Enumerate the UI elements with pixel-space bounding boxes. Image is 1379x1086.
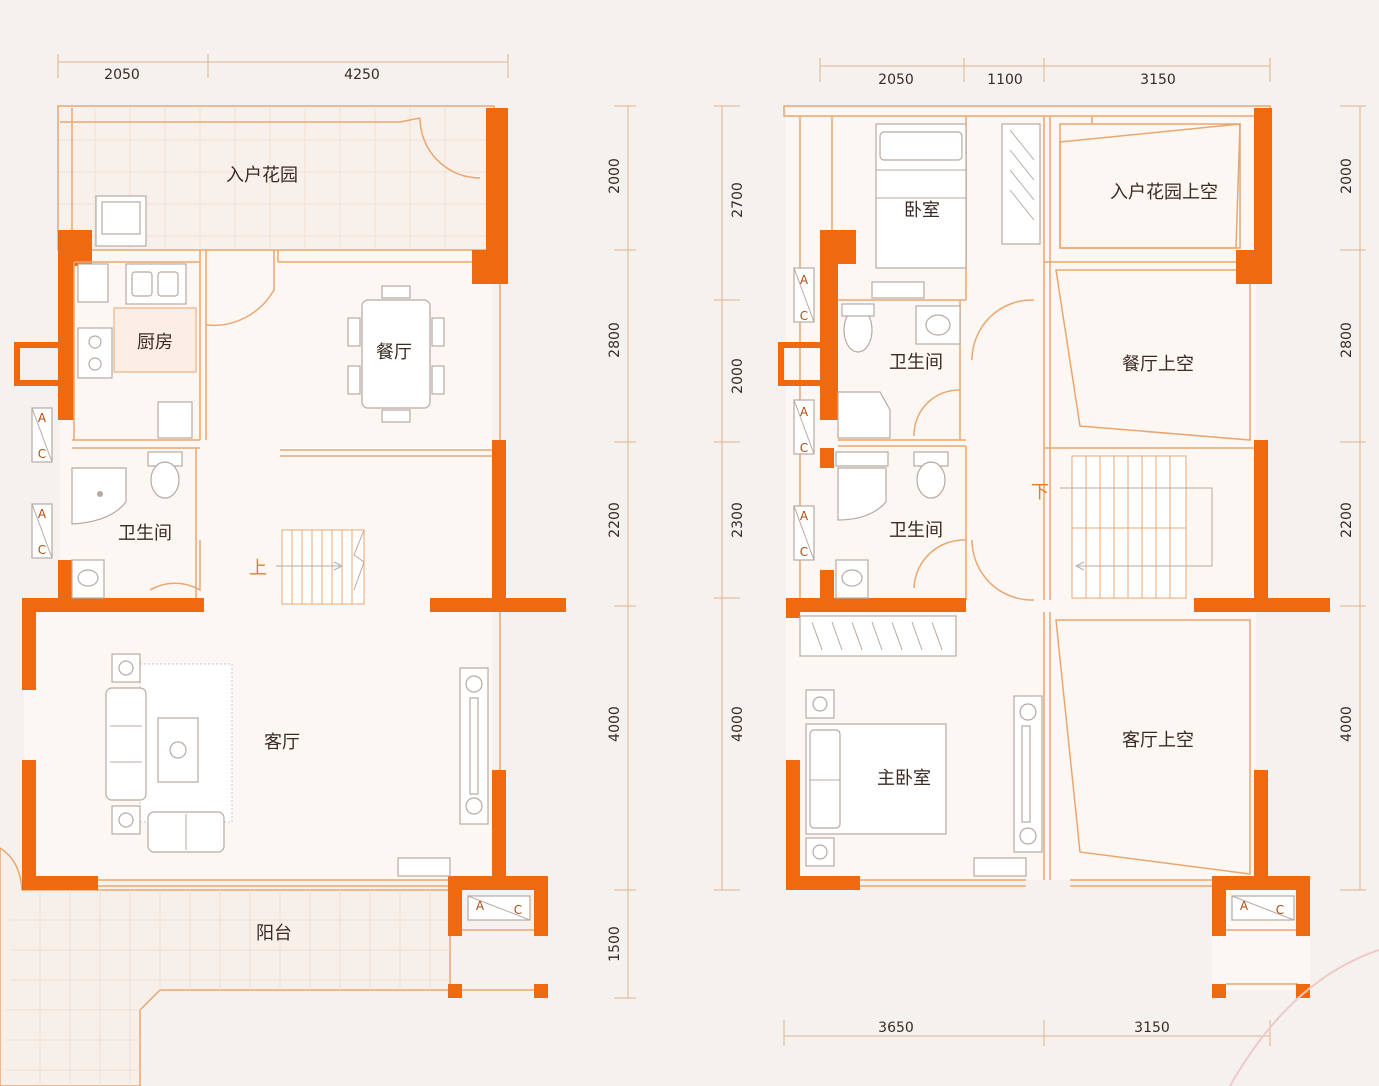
svg-text:2050: 2050: [104, 67, 140, 83]
stairs-down-label: 下: [1031, 482, 1049, 503]
right-top-dimensions: 2050 1100 3150: [819, 58, 1271, 88]
bedroom-fixtures: [871, 123, 1041, 299]
svg-text:2800: 2800: [1339, 322, 1355, 358]
svg-text:C: C: [38, 543, 46, 557]
svg-text:3150: 3150: [1134, 1020, 1170, 1036]
svg-text:3150: 3150: [1140, 72, 1176, 88]
svg-text:2800: 2800: [607, 322, 623, 358]
svg-text:2700: 2700: [730, 182, 746, 218]
room-label-living: 客厅: [264, 732, 300, 753]
left-floor-plan: A C A C A C 入户花园 厨房 餐厅 卫生间 客厅 阳台 上 2050 …: [0, 54, 636, 1086]
right-doors: [913, 299, 1035, 601]
svg-text:C: C: [800, 309, 808, 323]
void-outlines: [1055, 123, 1251, 875]
right-bottom-dimensions: 3650 3150: [783, 1020, 1271, 1046]
left-stairs: [276, 529, 365, 605]
left-thick-walls: [14, 108, 566, 998]
living-room-furniture: [105, 653, 489, 877]
right-right-dimensions: 2000 2800 2200 4000: [1339, 105, 1366, 891]
svg-text:1500: 1500: [607, 926, 623, 962]
svg-text:4000: 4000: [1339, 706, 1355, 742]
right-floor-plan: A C A C A C A C 卧室 卫生间 卫生间 主卧室 入户花园上空 餐厅…: [714, 58, 1366, 1046]
left-right-dimensions: 2000 2800 2200 4000 1500: [607, 105, 636, 999]
svg-text:A: A: [800, 509, 809, 523]
room-label-living-void: 客厅上空: [1122, 730, 1194, 751]
left-ac-units: [31, 407, 531, 921]
stairs-up-label: 上: [249, 558, 267, 579]
decorative-seal-arc: [1229, 949, 1379, 1086]
master-bedroom-fixtures: [799, 615, 1043, 877]
left-top-dimensions: 2050 4250: [57, 54, 509, 83]
room-label-bathroom-lower: 卫生间: [889, 520, 943, 541]
right-ac-labels: A C A C A C A C: [800, 273, 1284, 917]
svg-text:C: C: [800, 441, 808, 455]
svg-text:3650: 3650: [878, 1020, 914, 1036]
svg-text:C: C: [38, 447, 46, 461]
svg-text:C: C: [514, 903, 522, 917]
svg-text:2200: 2200: [1339, 502, 1355, 538]
svg-text:A: A: [38, 507, 47, 521]
right-thick-walls: [778, 108, 1330, 998]
room-label-bathroom: 卫生间: [118, 523, 172, 544]
left-ac-labels: A C A C A C: [38, 411, 522, 917]
room-label-bathroom-upper: 卫生间: [889, 352, 943, 373]
right-ac-units: [793, 267, 1295, 921]
room-label-bedroom: 卧室: [904, 200, 940, 221]
svg-text:2050: 2050: [878, 72, 914, 88]
svg-text:4000: 4000: [607, 706, 623, 742]
room-label-dining: 餐厅: [376, 342, 412, 363]
svg-text:2300: 2300: [730, 502, 746, 538]
room-label-entry-garden: 入户花园: [226, 165, 298, 186]
svg-text:4000: 4000: [730, 706, 746, 742]
left-thin-walls: [57, 105, 540, 991]
svg-text:2000: 2000: [1339, 158, 1355, 194]
svg-text:C: C: [800, 545, 808, 559]
dining-table: [347, 285, 445, 423]
left-bathroom-fixtures: [71, 451, 183, 599]
svg-text:A: A: [800, 273, 809, 287]
right-left-dimensions: 2700 2000 2300 4000: [714, 105, 746, 891]
svg-text:4250: 4250: [344, 67, 380, 83]
balcony-tile-grid: [5, 890, 450, 1086]
svg-text:2000: 2000: [607, 158, 623, 194]
room-label-dining-void: 餐厅上空: [1122, 354, 1194, 375]
svg-text:A: A: [476, 899, 485, 913]
room-label-garden-void: 入户花园上空: [1110, 182, 1218, 203]
room-label-kitchen: 厨房: [137, 332, 173, 353]
kitchen-fixtures: [73, 195, 200, 440]
svg-text:2000: 2000: [730, 358, 746, 394]
svg-text:1100: 1100: [987, 72, 1023, 88]
svg-text:A: A: [1240, 899, 1249, 913]
svg-text:A: A: [38, 411, 47, 425]
svg-text:C: C: [1276, 903, 1284, 917]
left-doors: [149, 117, 481, 592]
room-label-balcony: 阳台: [256, 923, 292, 944]
right-bathroom-fixtures: [835, 303, 961, 599]
right-interior-floor: [786, 108, 1256, 880]
right-stairs: [1060, 455, 1213, 599]
svg-text:A: A: [800, 405, 809, 419]
svg-text:2200: 2200: [607, 502, 623, 538]
room-label-master-bedroom: 主卧室: [877, 768, 931, 789]
